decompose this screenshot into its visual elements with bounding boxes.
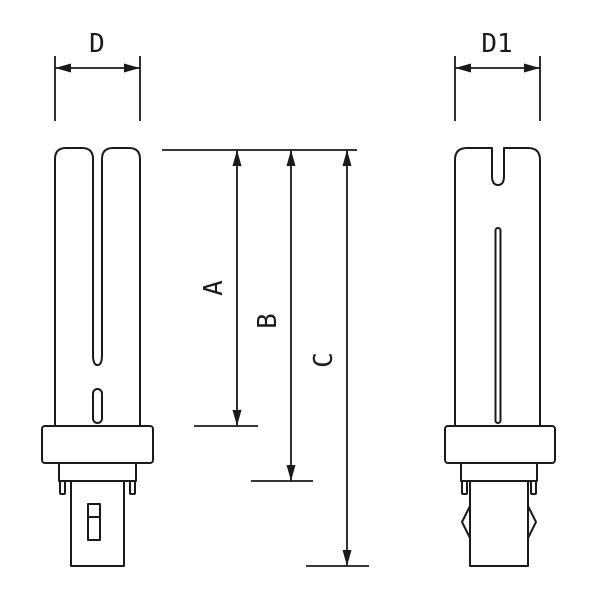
side-base-cap xyxy=(444,425,556,464)
side-latch-right xyxy=(527,505,537,539)
side-pin-right xyxy=(530,480,537,495)
a-arrowhead-bottom xyxy=(232,410,242,426)
front-glass-outline xyxy=(54,147,141,426)
c-arrowhead-top xyxy=(342,150,352,166)
front-pin-left xyxy=(59,480,66,495)
a-arrowhead-top xyxy=(232,150,242,166)
front-base-cap xyxy=(41,425,154,464)
side-latch-left xyxy=(461,505,471,539)
c-label: C xyxy=(309,352,339,368)
d-label: D xyxy=(89,29,105,59)
front-connector-body xyxy=(70,480,125,567)
side-slot xyxy=(494,227,502,424)
front-view-lamp xyxy=(41,147,154,567)
dimension-d: D xyxy=(54,29,141,121)
dimension-b: B xyxy=(251,150,313,482)
front-neck xyxy=(58,463,137,482)
side-pin-left xyxy=(461,480,468,495)
b-arrowhead-bottom xyxy=(286,465,296,481)
a-label: A xyxy=(199,280,229,296)
dimension-a: A xyxy=(194,150,258,427)
d1-arrowhead-left xyxy=(455,63,471,73)
side-glass-outline xyxy=(454,147,541,426)
d1-label: D1 xyxy=(481,29,512,59)
dimension-d1: D1 xyxy=(454,29,541,121)
side-connector-body xyxy=(469,480,529,567)
side-view-lamp xyxy=(444,147,556,567)
front-connector-window xyxy=(87,503,101,541)
d1-arrowhead-right xyxy=(524,63,540,73)
d-arrowhead-left xyxy=(55,63,71,73)
dimension-c: C xyxy=(306,150,369,567)
front-pin-right xyxy=(129,480,136,495)
b-label: B xyxy=(253,313,283,329)
side-neck xyxy=(460,463,538,482)
c-arrowhead-bottom xyxy=(342,550,352,566)
front-lower-slot xyxy=(92,388,103,424)
d-arrowhead-right xyxy=(124,63,140,73)
b-arrowhead-top xyxy=(286,150,296,166)
